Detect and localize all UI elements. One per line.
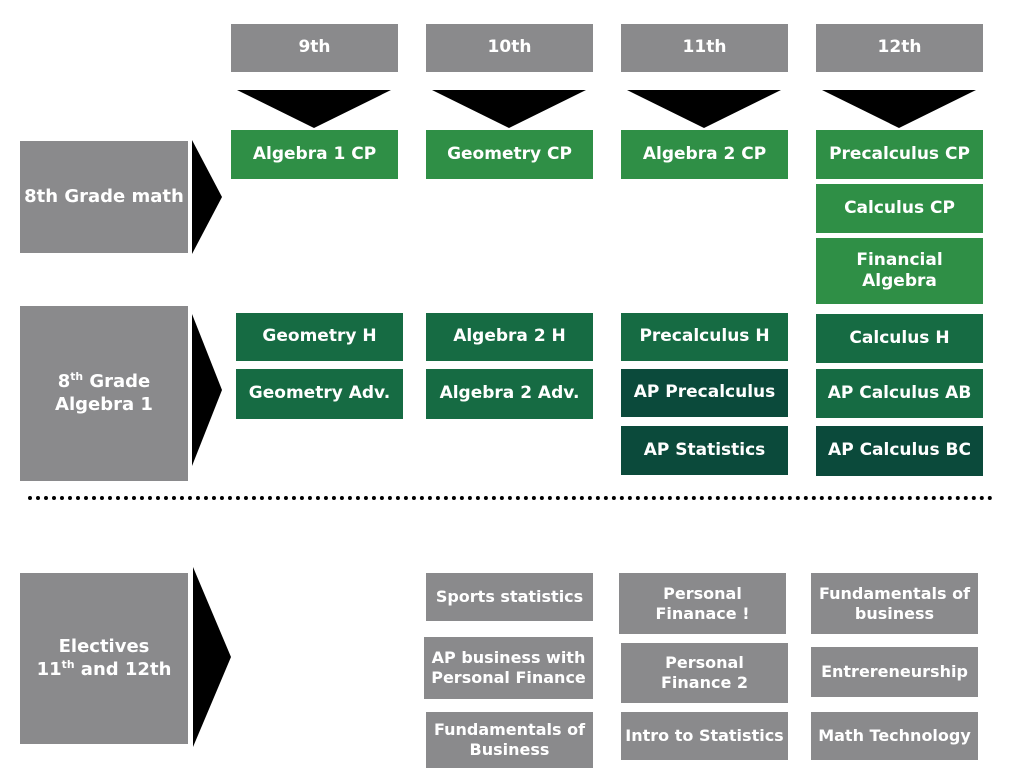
grade-header-11th: 11th	[621, 24, 788, 72]
track-8th-grade-math: 8th Grade math	[20, 141, 188, 253]
track-title-line1: 8th Grade	[57, 370, 151, 392]
course-ap-calculus-bc: AP Calculus BC	[816, 426, 983, 476]
grade-header-9th: 9th	[231, 24, 398, 72]
down-arrow-icon	[627, 90, 781, 128]
course-ap-precalculus: AP Precalculus	[621, 369, 788, 417]
track-title-line2: 11th and 12th	[36, 657, 172, 680]
course-ap-statistics: AP Statistics	[621, 426, 788, 475]
down-arrow-icon	[822, 90, 976, 128]
grade-header-10th: 10th	[426, 24, 593, 72]
course-algebra-1-cp: Algebra 1 CP	[231, 130, 398, 179]
course-calculus-h: Calculus H	[816, 314, 983, 363]
right-arrow-icon	[192, 314, 222, 466]
course-algebra-2-cp: Algebra 2 CP	[621, 130, 788, 179]
elective-intro-to-statistics: Intro to Statistics	[621, 712, 788, 760]
elective-personal-finance-2: Personal Finance 2	[621, 643, 788, 703]
grade-header-12th: 12th	[816, 24, 983, 72]
elective-sports-statistics: Sports statistics	[426, 573, 593, 621]
track-electives: Electives 11th and 12th	[20, 573, 188, 744]
elective-fundamentals-of-business: Fundamentals of Business	[426, 712, 593, 768]
right-arrow-icon	[193, 567, 231, 747]
course-precalculus-cp: Precalculus CP	[816, 130, 983, 179]
course-calculus-cp: Calculus CP	[816, 184, 983, 233]
elective-ap-business-personal-finance: AP business with Personal Finance	[424, 637, 593, 699]
track-8th-grade-algebra-1: 8th Grade Algebra 1	[20, 306, 188, 481]
elective-personal-finance-1: Personal Finanace !	[619, 573, 786, 634]
down-arrow-icon	[432, 90, 586, 128]
elective-fundamentals-of-business-2: Fundamentals of business	[811, 573, 978, 634]
course-geometry-adv: Geometry Adv.	[236, 369, 403, 419]
section-divider	[28, 496, 993, 500]
course-financial-algebra: Financial Algebra	[816, 238, 983, 304]
course-precalculus-h: Precalculus H	[621, 313, 788, 361]
course-geometry-h: Geometry H	[236, 313, 403, 361]
track-title-line2: Algebra 1	[55, 393, 153, 415]
course-algebra-2-adv: Algebra 2 Adv.	[426, 369, 593, 419]
course-algebra-2-h: Algebra 2 H	[426, 313, 593, 361]
course-geometry-cp: Geometry CP	[426, 130, 593, 179]
elective-math-technology: Math Technology	[811, 712, 978, 760]
course-ap-calculus-ab: AP Calculus AB	[816, 369, 983, 418]
track-title-line1: Electives	[58, 636, 150, 657]
elective-entrepreneurship: Entrereneurship	[811, 647, 978, 697]
right-arrow-icon	[192, 140, 222, 254]
down-arrow-icon	[237, 90, 391, 128]
